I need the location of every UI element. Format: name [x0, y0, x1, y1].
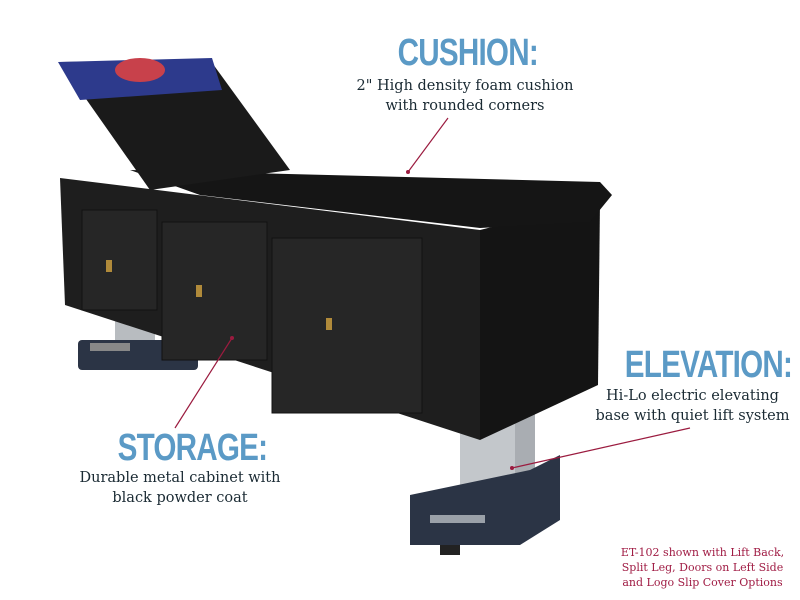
- elevation-description: Hi-Lo electric elevating base with quiet…: [585, 386, 800, 426]
- cushion-line-2: with rounded corners: [385, 98, 545, 114]
- cushion: [58, 58, 612, 228]
- storage-description: Durable metal cabinet with black powder …: [60, 468, 300, 508]
- caption-line-3: and Logo Slip Cover Options: [622, 576, 783, 589]
- cabinet: [60, 178, 600, 440]
- elevation-line-2: base with quiet lift system: [595, 408, 790, 424]
- elevation-leader-line: [511, 427, 691, 469]
- caption-line-2: Split Leg, Doors on Left Side: [621, 561, 784, 574]
- cushion-description: 2" High density foam cushion with rounde…: [320, 76, 610, 116]
- storage-line-2: black powder coat: [112, 490, 248, 506]
- cushion-leader-line: [407, 117, 449, 173]
- model-caption: ET-102 shown with Lift Back, Split Leg, …: [605, 545, 800, 590]
- storage-line-1: Durable metal cabinet with: [79, 470, 281, 486]
- cushion-heading: CUSHION:: [397, 32, 539, 74]
- cushion-line-1: 2" High density foam cushion: [356, 78, 574, 94]
- elevation-line-1: Hi-Lo electric elevating: [606, 388, 779, 404]
- team-logo: [115, 58, 165, 82]
- storage-heading: STORAGE:: [117, 427, 268, 469]
- elevation-heading: ELEVATION:: [624, 344, 793, 386]
- storage-leader-line: [174, 337, 233, 429]
- caption-line-1: ET-102 shown with Lift Back,: [620, 546, 785, 559]
